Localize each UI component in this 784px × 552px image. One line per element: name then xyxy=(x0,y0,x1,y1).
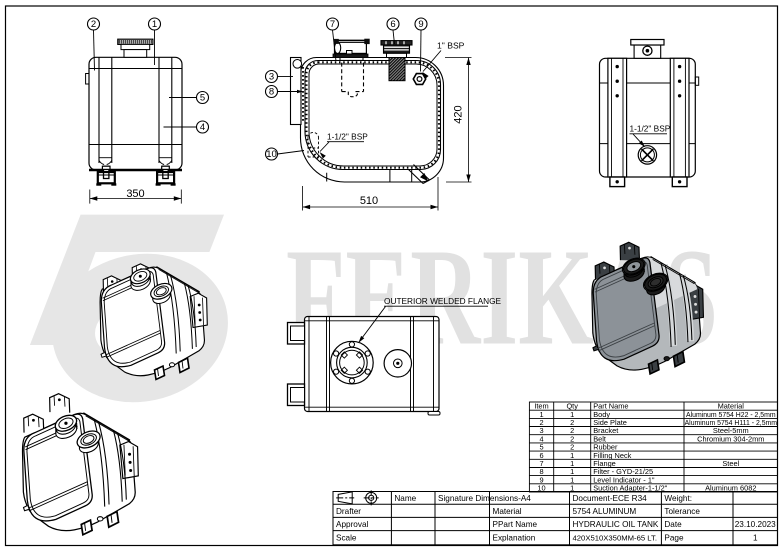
svg-text:10: 10 xyxy=(537,484,545,493)
svg-text:2: 2 xyxy=(570,418,574,427)
svg-text:Aluminum 5754 H22 - 2,5mm: Aluminum 5754 H22 - 2,5mm xyxy=(686,412,776,419)
svg-text:Approval: Approval xyxy=(336,520,368,529)
svg-text:23.10.2023: 23.10.2023 xyxy=(735,520,776,529)
svg-text:1: 1 xyxy=(570,475,574,484)
svg-text:Page: Page xyxy=(664,534,684,543)
svg-text:Part Name: Part Name xyxy=(593,402,628,411)
svg-text:10: 10 xyxy=(266,149,277,160)
svg-text:Steel: Steel xyxy=(722,459,739,468)
svg-text:420X510X350MM-65 LT.: 420X510X350MM-65 LT. xyxy=(573,534,657,543)
svg-text:Aluminum 5754 H111 - 2,5mm: Aluminum 5754 H111 - 2,5mm xyxy=(685,420,778,427)
svg-text:Aluminum 6082: Aluminum 6082 xyxy=(705,484,756,493)
svg-text:8: 8 xyxy=(269,87,274,98)
svg-text:Chromium 304-2mm: Chromium 304-2mm xyxy=(697,434,764,443)
svg-text:3: 3 xyxy=(269,72,274,83)
svg-text:Date: Date xyxy=(664,520,682,529)
svg-text:1: 1 xyxy=(570,410,574,419)
svg-text:HYDRAULIC OIL TANK: HYDRAULIC OIL TANK xyxy=(573,520,659,529)
svg-text:Level Indicator - 1": Level Indicator - 1" xyxy=(593,475,655,484)
svg-text:2: 2 xyxy=(539,418,543,427)
svg-text:9: 9 xyxy=(539,475,543,484)
svg-text:PPart Name: PPart Name xyxy=(493,520,538,529)
svg-text:Weight:: Weight: xyxy=(664,494,692,503)
svg-text:Name: Name xyxy=(394,494,416,503)
svg-text:1: 1 xyxy=(570,459,574,468)
svg-text:Item: Item xyxy=(534,402,548,411)
svg-text:Body: Body xyxy=(593,410,610,419)
svg-text:1" BSP: 1" BSP xyxy=(437,41,465,51)
svg-text:1: 1 xyxy=(539,410,543,419)
svg-text:1: 1 xyxy=(753,534,758,543)
svg-text:Document-ECE R34: Document-ECE R34 xyxy=(573,494,648,503)
svg-text:2: 2 xyxy=(91,19,96,30)
svg-text:1: 1 xyxy=(570,451,574,460)
svg-text:9: 9 xyxy=(418,19,423,30)
svg-text:Belt: Belt xyxy=(593,434,606,443)
svg-text:Material: Material xyxy=(493,507,522,516)
svg-text:Drafter: Drafter xyxy=(336,507,361,516)
svg-text:Signature Dimensions-A4: Signature Dimensions-A4 xyxy=(438,494,531,503)
svg-text:Bracket: Bracket xyxy=(593,426,618,435)
svg-text:2: 2 xyxy=(570,434,574,443)
svg-text:8: 8 xyxy=(539,467,543,476)
svg-text:7: 7 xyxy=(330,19,335,30)
svg-text:2: 2 xyxy=(570,426,574,435)
svg-text:6: 6 xyxy=(390,19,395,30)
svg-text:6: 6 xyxy=(539,451,543,460)
svg-text:Flange: Flange xyxy=(593,459,616,468)
svg-text:350: 350 xyxy=(126,188,144,200)
svg-text:Material: Material xyxy=(718,402,745,411)
svg-text:Filling Neck: Filling Neck xyxy=(593,451,631,460)
svg-text:Side Plate: Side Plate xyxy=(593,418,627,427)
svg-text:1: 1 xyxy=(570,467,574,476)
svg-text:Steel-5mm: Steel-5mm xyxy=(713,426,749,435)
svg-text:Explanation: Explanation xyxy=(493,534,536,543)
svg-text:5: 5 xyxy=(539,443,543,452)
svg-text:Suction Adapter-1-1/2": Suction Adapter-1-1/2" xyxy=(593,484,667,493)
svg-text:Scale: Scale xyxy=(336,534,357,543)
svg-text:4: 4 xyxy=(200,122,205,133)
svg-text:5754 ALUMINUM: 5754 ALUMINUM xyxy=(573,507,637,516)
svg-text:7: 7 xyxy=(539,459,543,468)
svg-text:420: 420 xyxy=(453,105,465,123)
svg-text:Qty: Qty xyxy=(566,402,578,411)
svg-text:2: 2 xyxy=(570,443,574,452)
svg-text:5: 5 xyxy=(200,93,205,104)
svg-text:1-1/2" BSP: 1-1/2" BSP xyxy=(630,124,671,134)
svg-text:1: 1 xyxy=(570,484,574,493)
svg-text:Rubber: Rubber xyxy=(593,443,618,452)
svg-text:4: 4 xyxy=(539,434,543,443)
svg-text:Tolerance: Tolerance xyxy=(664,507,700,516)
svg-text:3: 3 xyxy=(539,426,543,435)
svg-text:OUTERIOR WELDED FLANGE: OUTERIOR WELDED FLANGE xyxy=(384,296,502,306)
svg-text:1-1/2" BSP: 1-1/2" BSP xyxy=(327,132,368,142)
svg-text:1: 1 xyxy=(152,19,157,30)
svg-text:Filter - GYD-21/25: Filter - GYD-21/25 xyxy=(593,467,653,476)
svg-text:510: 510 xyxy=(360,195,378,207)
